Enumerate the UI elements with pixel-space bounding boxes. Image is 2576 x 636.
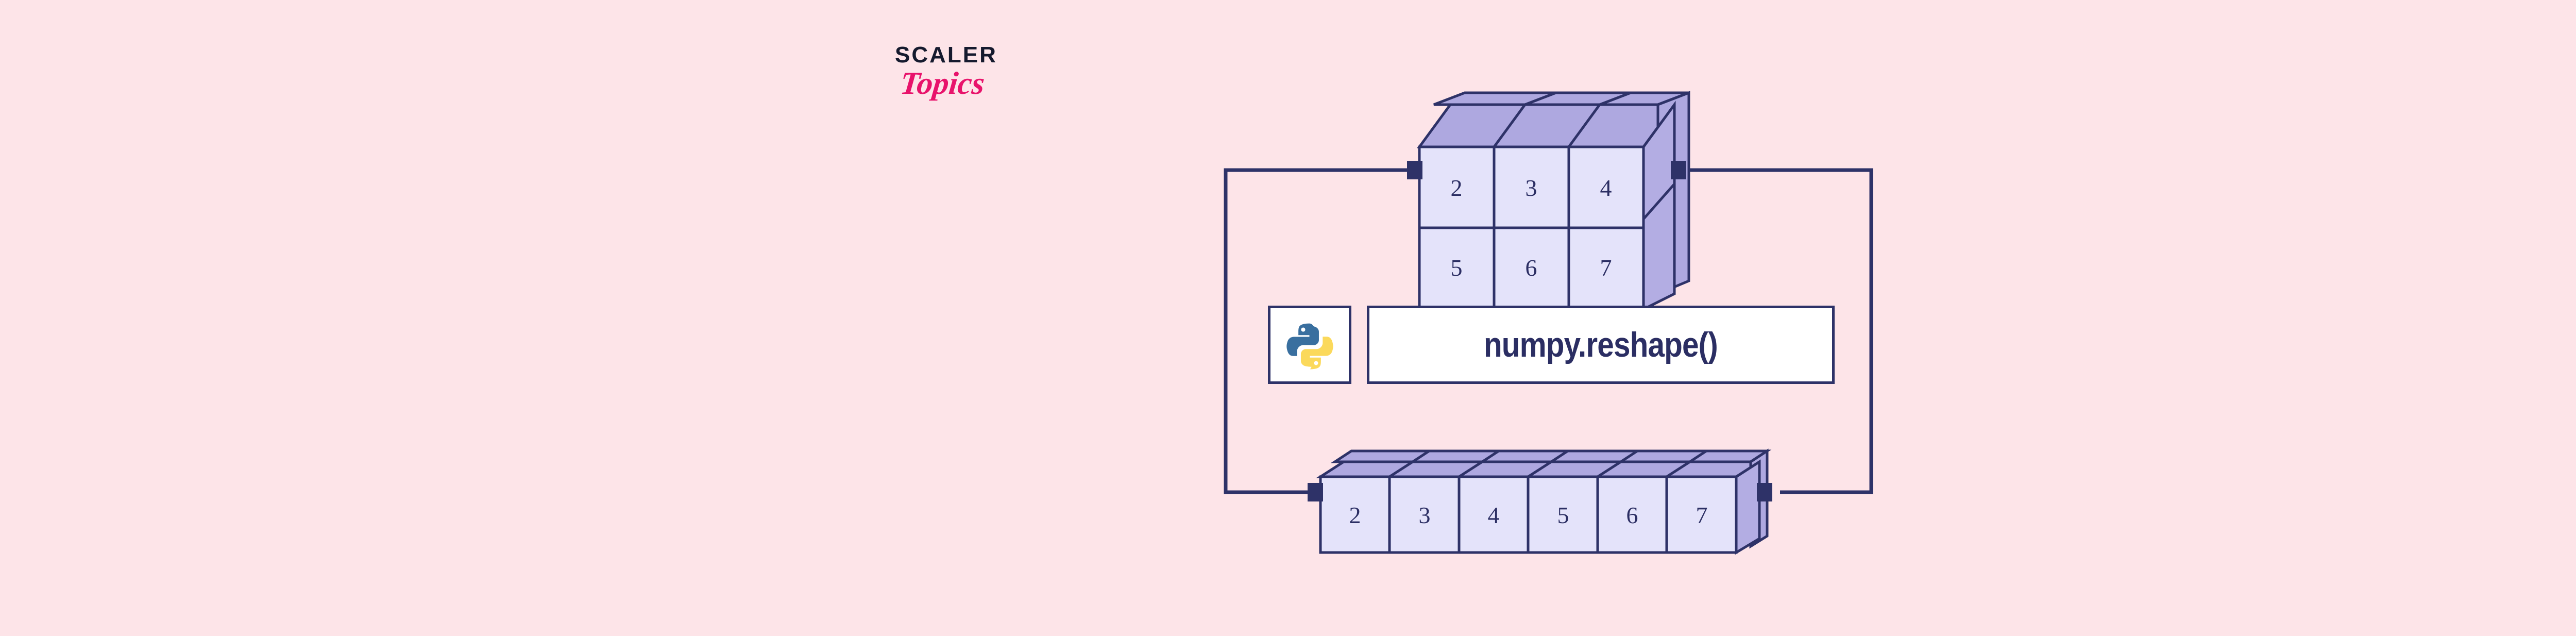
array-top-back-divider-4 — [1620, 449, 1638, 463]
array-cell-0: 2 — [1349, 502, 1361, 528]
operation-label-text: numpy.reshape() — [1484, 325, 1718, 364]
array-side-front-face — [1735, 459, 1761, 555]
matrix-2d-right-port — [1671, 161, 1686, 179]
array-top-back-divider-1 — [1412, 449, 1430, 463]
array-cell-1: 3 — [1419, 502, 1431, 528]
matrix-cell-1-0: 5 — [1451, 255, 1463, 281]
array-top-divider-3 — [1527, 460, 1552, 478]
matrix-top-back-divider-2 — [1599, 91, 1631, 106]
array-top-back-divider-2 — [1481, 449, 1500, 463]
matrix-cell-1-2: 7 — [1600, 255, 1612, 281]
array-1d-left-port — [1308, 483, 1323, 501]
array-cell-3: 5 — [1557, 502, 1569, 528]
output-1d-array: 2 3 4 5 6 7 — [1308, 448, 1772, 555]
matrix-cell-0-1: 3 — [1526, 175, 1537, 201]
matrix-top-front-face — [1417, 103, 1677, 148]
matrix-top-divider-2 — [1567, 104, 1601, 148]
matrix-cell-1-1: 6 — [1526, 255, 1537, 281]
python-logo-icon — [1286, 323, 1333, 370]
matrix-cell-0-2: 4 — [1600, 175, 1612, 201]
array-top-back-divider-3 — [1550, 449, 1569, 463]
array-cell-5: 7 — [1696, 502, 1708, 528]
array-top-divider-5 — [1666, 460, 1691, 478]
logo-primary-text: SCALER — [895, 42, 997, 68]
array-top-divider-4 — [1597, 460, 1622, 478]
array-cell-4: 6 — [1626, 502, 1638, 528]
array-cell-2: 4 — [1488, 502, 1500, 528]
operation-label-box: numpy.reshape() — [1367, 306, 1835, 384]
array-1d-right-port — [1757, 483, 1772, 501]
left-connector-path — [1224, 168, 1422, 494]
array-top-divider-1 — [1388, 460, 1414, 478]
array-top-back-divider-5 — [1689, 449, 1707, 463]
matrix-cell-0-0: 2 — [1451, 175, 1463, 201]
matrix-top-divider-1 — [1493, 104, 1527, 148]
matrix-top-back-divider-1 — [1524, 91, 1556, 106]
scaler-topics-logo: SCALER Topics — [895, 44, 1049, 131]
python-icon-card — [1268, 306, 1351, 384]
input-2d-matrix: 2 3 4 5 6 7 — [1407, 91, 1690, 312]
right-connector-path — [1672, 168, 1873, 494]
matrix-top-back-face — [1433, 91, 1689, 106]
matrix-2d-left-port — [1407, 161, 1422, 179]
array-top-divider-2 — [1458, 460, 1483, 478]
